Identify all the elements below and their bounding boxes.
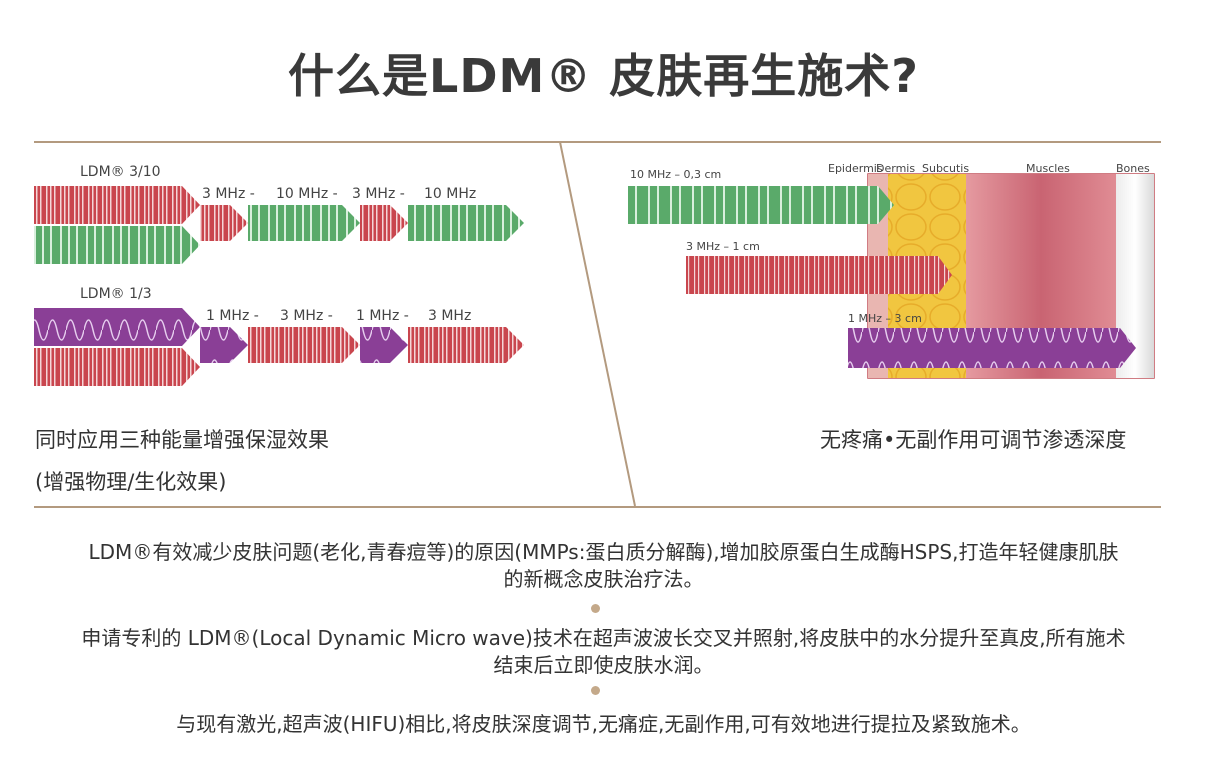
top-divider bbox=[34, 141, 1161, 143]
layer-dermis: Dermis bbox=[876, 162, 915, 175]
separator-dot bbox=[591, 686, 600, 695]
ldm-frequency-diagram: LDM® 3/10 3 MHz - 10 MHz - 3 MHz - 10 MH… bbox=[34, 164, 524, 386]
group1-freq-4: 10 MHz bbox=[424, 186, 476, 202]
separator-dot bbox=[591, 604, 600, 613]
skin-penetration-diagram: Epidermis Dermis Subcutis Muscles Bones … bbox=[628, 162, 1155, 379]
group2-freq-4: 3 MHz bbox=[428, 308, 471, 324]
wave-label-10mhz: 10 MHz – 0,3 cm bbox=[630, 168, 721, 181]
group1-freq-1: 3 MHz - bbox=[202, 186, 255, 202]
group2-freq-1: 1 MHz - bbox=[206, 308, 259, 324]
layer-epidermis: Epidermis bbox=[828, 162, 883, 175]
page-title: 什么是LDM® 皮肤再生施术? bbox=[288, 49, 919, 103]
bottom-divider bbox=[34, 506, 1161, 508]
left-caption-line2: (增强物理/生化效果) bbox=[35, 470, 227, 494]
paragraph-1-line1: LDM®有效减少皮肤问题(老化,青春痘等)的原因(MMPs:蛋白质分解酶),增加… bbox=[88, 540, 1119, 564]
paragraph-3: 与现有激光,超声波(HIFU)相比,将皮肤深度调节,无痛症,无副作用,可有效地进… bbox=[176, 712, 1031, 736]
right-caption: 无疼痛•无副作用可调节渗透深度 bbox=[820, 428, 1127, 452]
left-caption-line1: 同时应用三种能量增强保湿效果 bbox=[35, 428, 329, 452]
group1-label: LDM® 3/10 bbox=[80, 164, 161, 180]
wave-label-1mhz: 1 MHz – 3 cm bbox=[848, 312, 922, 325]
paragraph-1-line2: 的新概念皮肤治疗法。 bbox=[503, 567, 704, 591]
layer-subcutis: Subcutis bbox=[922, 162, 969, 175]
group1-freq-3: 3 MHz - bbox=[352, 186, 405, 202]
layer-muscles: Muscles bbox=[1026, 162, 1070, 175]
group1-freq-2: 10 MHz - bbox=[276, 186, 338, 202]
paragraph-2-line1: 申请专利的 LDM®(Local Dynamic Micro wave)技术在超… bbox=[81, 626, 1126, 650]
group2-freq-3: 1 MHz - bbox=[356, 308, 409, 324]
wave-label-3mhz: 3 MHz – 1 cm bbox=[686, 240, 760, 253]
group2-freq-2: 3 MHz - bbox=[280, 308, 333, 324]
layer-bones: Bones bbox=[1116, 162, 1150, 175]
group2-label: LDM® 1/3 bbox=[80, 286, 152, 302]
paragraph-2-line2: 结束后立即使皮肤水润。 bbox=[493, 653, 714, 677]
